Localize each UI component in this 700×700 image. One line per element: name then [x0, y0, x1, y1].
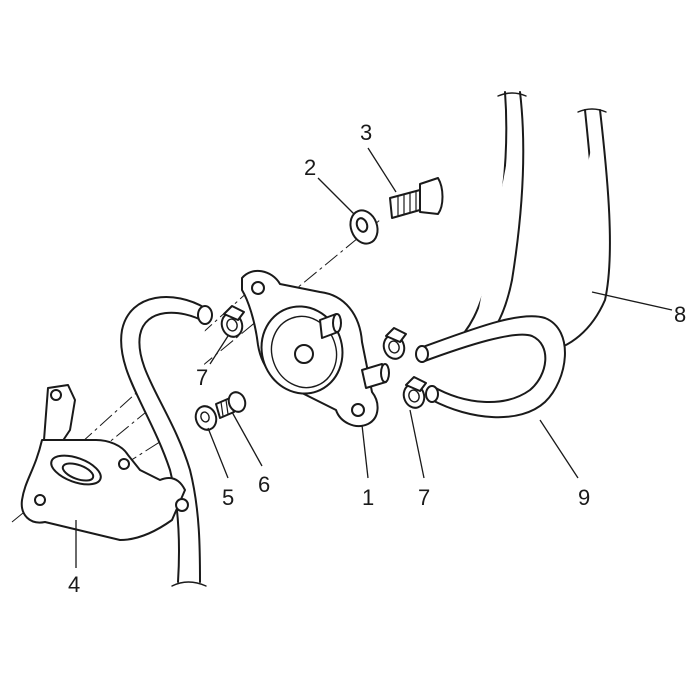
fuel-pump-part-1 — [241, 269, 390, 428]
callout-5: 5 — [222, 485, 234, 510]
callout-7-left: 7 — [196, 365, 208, 390]
callout-7-right: 7 — [418, 485, 430, 510]
hose-clamp-part-7-upper-right — [382, 327, 407, 360]
callout-labels: 3 2 7 5 6 1 7 8 9 4 — [68, 120, 686, 597]
washer-part-2 — [349, 209, 379, 245]
hose-clamp-part-7-left — [220, 305, 245, 338]
bracket-part-4 — [20, 384, 189, 541]
callout-4: 4 — [68, 572, 80, 597]
leader-lines — [75, 147, 673, 568]
hose-clamp-part-7-lower-right — [402, 376, 427, 409]
callout-6: 6 — [258, 472, 270, 497]
callout-3: 3 — [360, 120, 372, 145]
callout-8: 8 — [674, 302, 686, 327]
screw-part-3 — [389, 177, 444, 219]
washer-part-5 — [194, 405, 218, 431]
callout-9: 9 — [578, 485, 590, 510]
hose-part-9 — [415, 315, 566, 419]
callout-2: 2 — [304, 155, 316, 180]
inlet-hose — [120, 296, 213, 587]
callout-1: 1 — [362, 485, 374, 510]
hose-part-8 — [451, 91, 611, 357]
screw-part-6 — [215, 391, 247, 419]
